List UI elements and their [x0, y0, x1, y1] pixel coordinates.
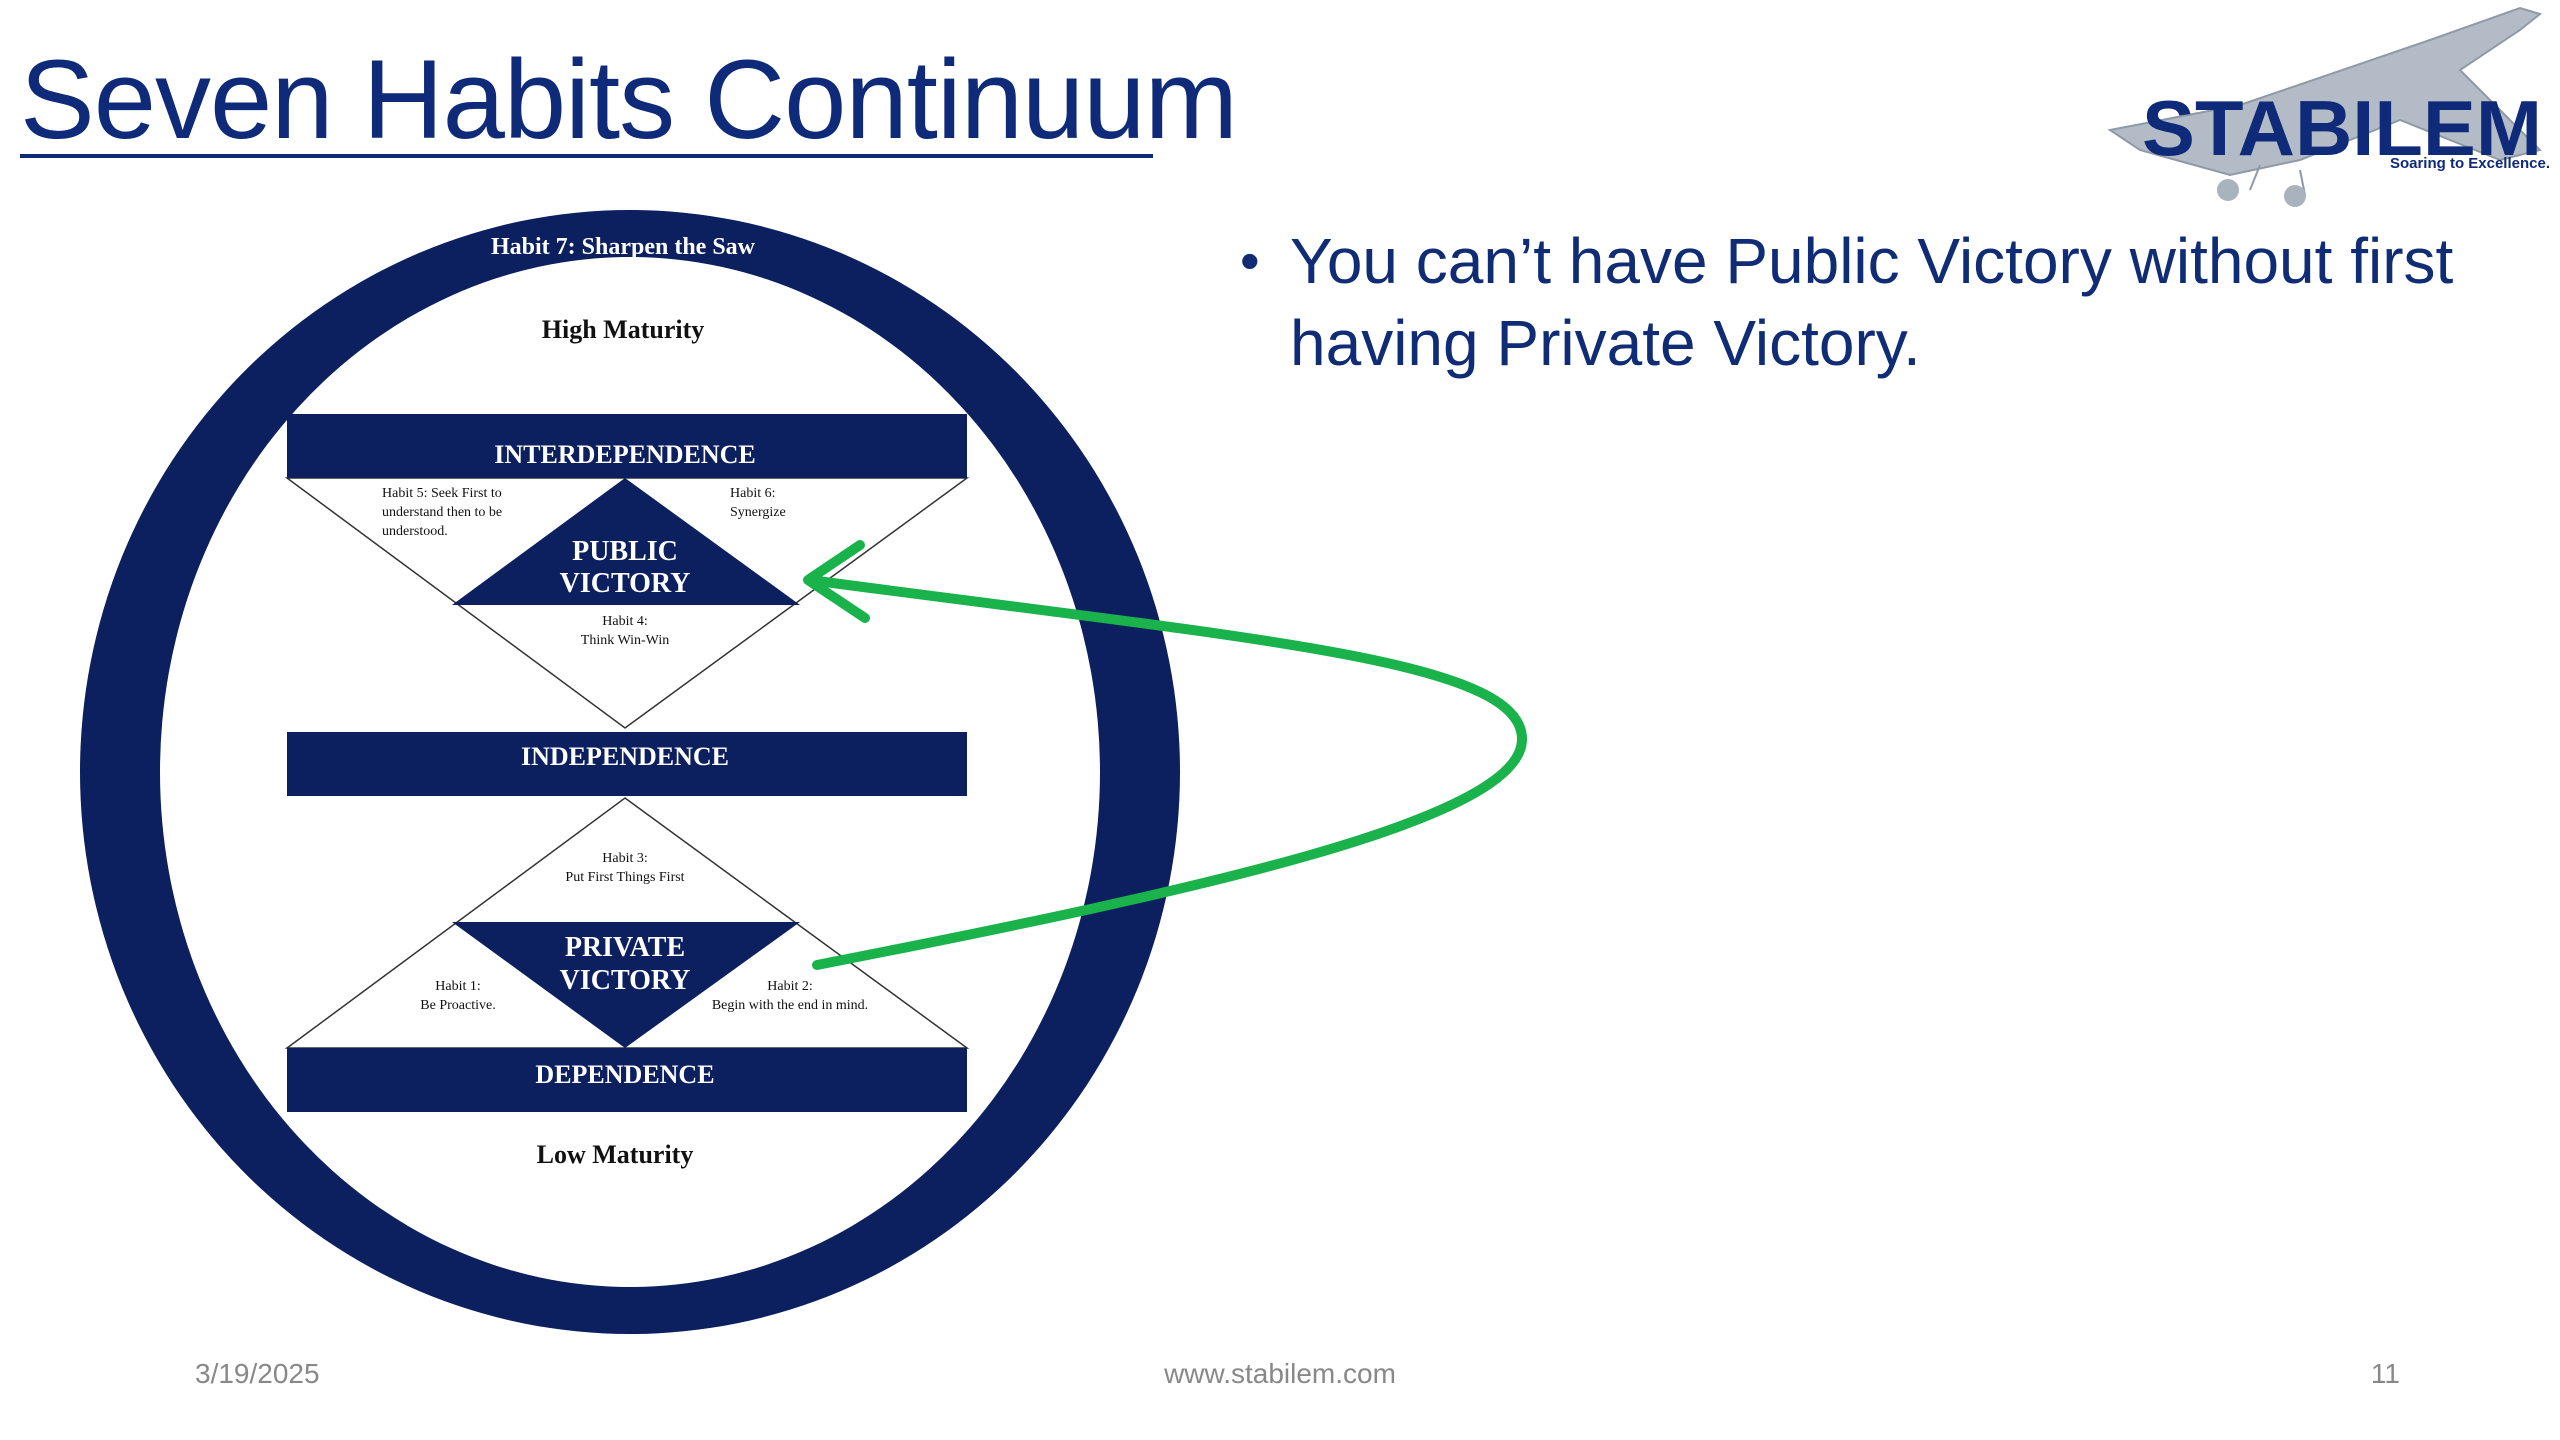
- footer-website: www.stabilem.com: [1164, 1358, 1396, 1389]
- logo-text: STABILEM: [2142, 84, 2542, 172]
- habit4-line2: Think Win-Win: [581, 633, 669, 648]
- habit2-line1: Habit 2:: [767, 979, 813, 994]
- public-victory-line2: VICTORY: [560, 568, 691, 599]
- habit6-line1: Habit 6:: [730, 486, 776, 501]
- footer-page-number: 11: [2370, 1358, 2400, 1389]
- habit3-line1: Habit 3:: [602, 851, 648, 866]
- low-maturity-label: Low Maturity: [537, 1140, 694, 1169]
- airplane-icon: [2107, 6, 2543, 196]
- dependence-band: [287, 1048, 967, 1112]
- public-victory-triangle: [452, 478, 800, 605]
- public-victory-line1: PUBLIC: [572, 536, 678, 567]
- title-underline: [20, 154, 1153, 158]
- bullet-dot: •: [1240, 229, 1260, 292]
- habit5-line3: understood.: [382, 524, 448, 539]
- interdependence-band: [287, 414, 967, 478]
- habit4-line1: Habit 4:: [602, 614, 648, 629]
- bullet-item: • You can’t have Public Victory without …: [1240, 220, 2540, 384]
- habit1-line1: Habit 1:: [435, 979, 481, 994]
- private-victory-triangle: [452, 922, 800, 1048]
- footer-date: 3/19/2025: [195, 1358, 320, 1389]
- independence-band: [287, 732, 967, 796]
- habit6-line2: Synergize: [730, 505, 786, 520]
- bullet-text: You can’t have Public Victory without fi…: [1290, 225, 2454, 379]
- high-maturity-label: High Maturity: [542, 315, 705, 344]
- dependence-label: DEPENDENCE: [535, 1060, 714, 1089]
- stabilem-logo: STABILEM Soaring to Excellence.: [2107, 6, 2550, 207]
- habit5-line1: Habit 5: Seek First to: [382, 486, 502, 501]
- seven-habits-diagram: Habit 7: Sharpen the Saw High Maturity I…: [80, 210, 1528, 1334]
- ring-label: Habit 7: Sharpen the Saw: [491, 234, 756, 260]
- interdependence-label: INTERDEPENDENCE: [494, 440, 756, 469]
- habit3-line2: Put First Things First: [565, 870, 684, 885]
- habit1-line2: Be Proactive.: [420, 998, 495, 1013]
- private-victory-line2: VICTORY: [560, 965, 691, 996]
- slide-title: Seven Habits Continuum: [20, 37, 1238, 162]
- habit2-line2: Begin with the end in mind.: [712, 998, 868, 1013]
- private-victory-line1: PRIVATE: [565, 932, 685, 963]
- independence-label: INDEPENDENCE: [521, 742, 729, 771]
- habit5-line2: understand then to be: [382, 505, 502, 520]
- victory-arrow: [805, 575, 1528, 970]
- bullet-list: • You can’t have Public Victory without …: [1240, 220, 2540, 384]
- logo-tagline: Soaring to Excellence.: [2390, 155, 2550, 172]
- arrow-head-icon: [803, 540, 870, 623]
